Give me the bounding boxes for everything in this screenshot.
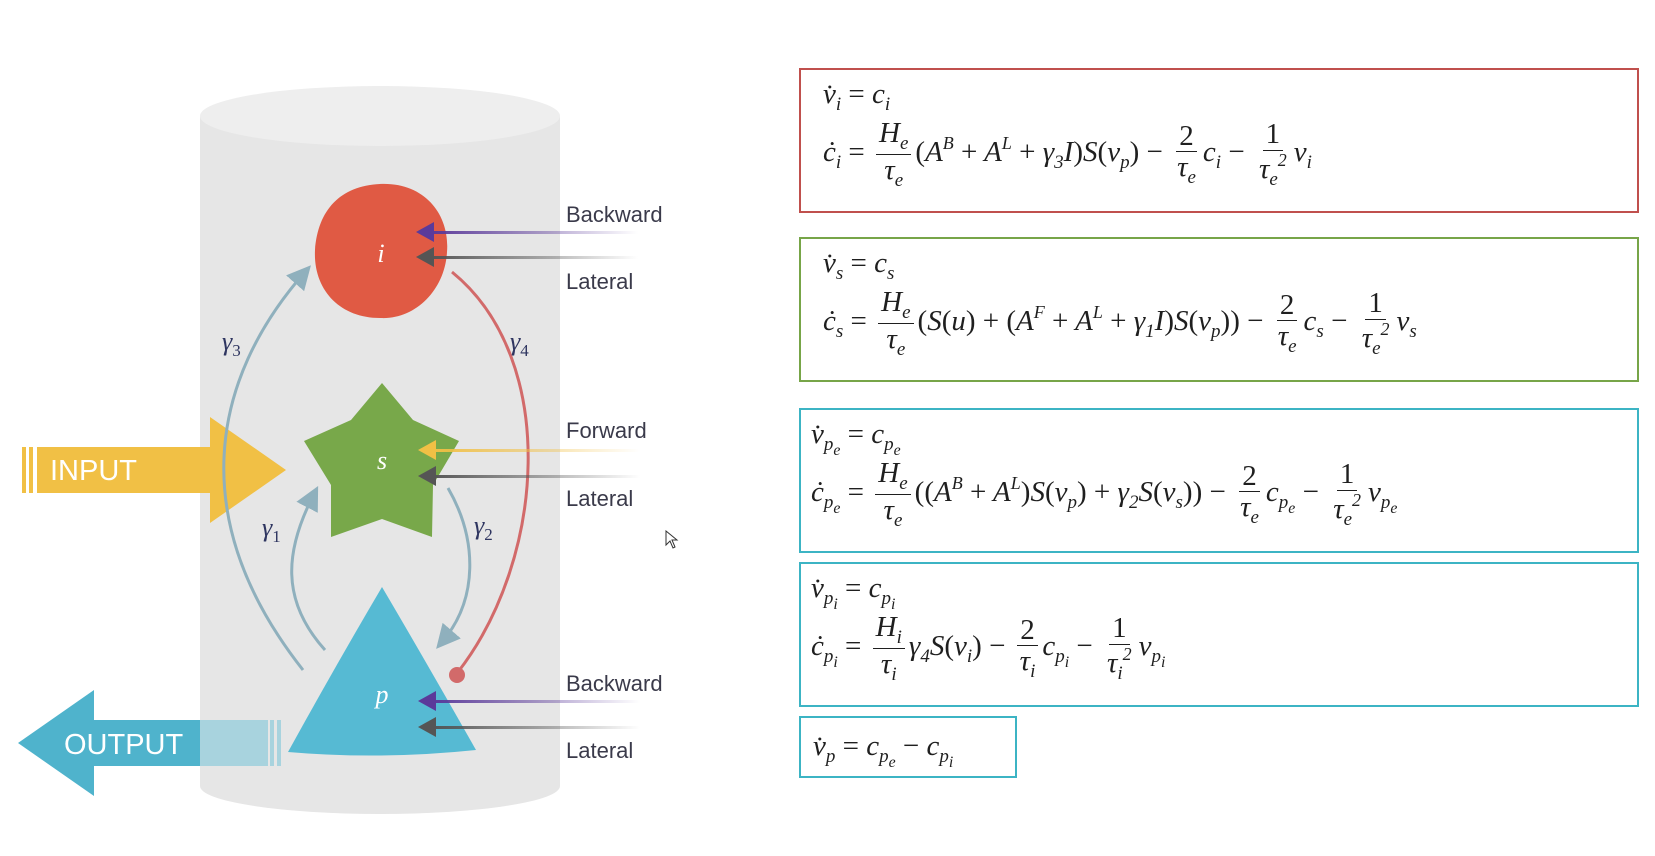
p-backward-label: Backward <box>566 671 663 696</box>
gamma4-label: γ4 <box>510 327 529 360</box>
equation-pi-1: v̇pi = cpi <box>811 572 896 613</box>
i-backward-label: Backward <box>566 202 663 227</box>
node-i-shape <box>314 183 448 319</box>
gamma4-curve <box>451 270 530 673</box>
p-lateral-arrowhead <box>418 717 436 737</box>
neural-mass-diagram: INPUT OUTPUT i s p Backward Lateral Forw… <box>18 86 663 814</box>
i-lateral-arrowhead <box>416 247 434 267</box>
gamma1-curve <box>290 486 327 652</box>
gamma1-label: γ1 <box>262 513 281 546</box>
equation-p-1: v̇p = cpe − cpi <box>813 730 954 771</box>
p-lateral-label: Lateral <box>566 738 633 763</box>
i-backward-arrowhead <box>416 222 434 242</box>
gamma2-label: γ2 <box>474 511 493 544</box>
s-lateral-arrowhead <box>418 466 436 486</box>
node-p-label: p <box>374 680 389 709</box>
inhibitory-terminal <box>449 667 465 683</box>
s-lateral-label: Lateral <box>566 486 633 511</box>
equation-s-1: v̇s = cs <box>823 247 895 284</box>
equation-box-p: v̇p = cpe − cpi <box>799 716 1017 778</box>
s-forward-label: Forward <box>566 418 647 443</box>
node-p-shape <box>288 587 476 756</box>
equation-pe-1: v̇pe = cpe <box>811 418 901 459</box>
node-i-label: i <box>377 239 384 268</box>
gamma2-curve <box>436 487 472 649</box>
i-lateral-label: Lateral <box>566 269 633 294</box>
output-arrow: OUTPUT <box>18 690 281 796</box>
node-s-label: s <box>377 446 387 475</box>
s-forward-arrowhead <box>418 440 436 460</box>
gamma3-curve <box>222 265 311 671</box>
node-s-shape <box>304 383 459 537</box>
gamma3-label: γ3 <box>222 327 241 360</box>
cursor-icon <box>665 530 679 549</box>
equation-i-1: v̇i = ci <box>823 78 891 115</box>
output-label: OUTPUT <box>64 729 184 761</box>
p-backward-arrowhead <box>418 691 436 711</box>
input-label: INPUT <box>50 455 137 487</box>
